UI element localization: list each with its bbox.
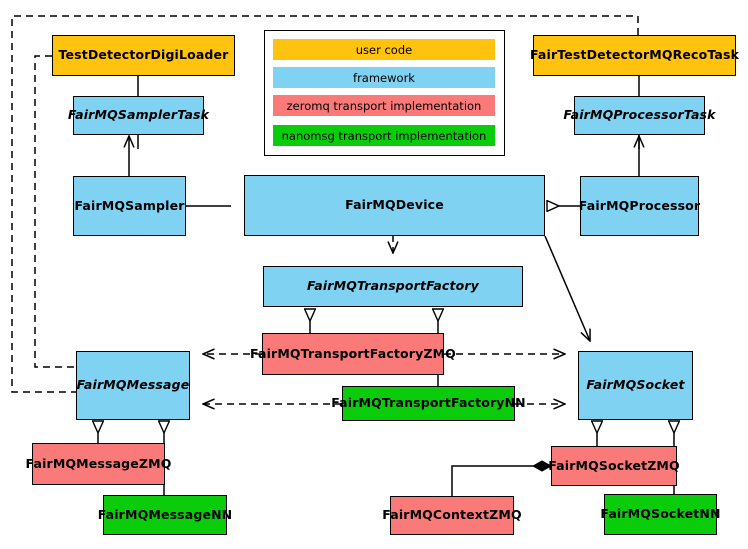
color-legend: user code framework zeromq transport imp… <box>264 30 505 156</box>
class-node-FairMQDevice[interactable]: FairMQDevice <box>244 175 545 236</box>
class-node-FairMQSamplerTask[interactable]: FairMQSamplerTask <box>68 96 209 135</box>
class-node-FairMQProcessor[interactable]: FairMQProcessor <box>579 176 700 236</box>
class-node-FairMQTransportFactoryNN[interactable]: FairMQTransportFactoryNN <box>331 386 526 421</box>
class-node-FairMQSocketZMQ[interactable]: FairMQSocketZMQ <box>548 446 680 486</box>
class-node-FairMQSocketNN[interactable]: FairMQSocketNN <box>600 494 720 535</box>
class-node-FairMQTransportFactory[interactable]: FairMQTransportFactory <box>263 266 523 307</box>
edge-socketzmq-contextzmq <box>451 466 551 496</box>
legend-item-zeromq: zeromq transport implementation <box>273 95 495 116</box>
class-node-FairMQTransportFactoryZMQ[interactable]: FairMQTransportFactoryZMQ <box>250 333 456 375</box>
class-node-FairMQSampler[interactable]: FairMQSampler <box>73 176 186 236</box>
class-node-FairMQSocket[interactable]: FairMQSocket <box>578 351 693 420</box>
legend-item-nanomsg: nanomsg transport implementation <box>273 125 495 146</box>
legend-item-user-code: user code <box>273 39 495 60</box>
class-node-FairMQMessageZMQ[interactable]: FairMQMessageZMQ <box>26 443 171 485</box>
legend-item-framework: framework <box>273 67 495 88</box>
class-node-FairMQProcessorTask[interactable]: FairMQProcessorTask <box>563 96 715 135</box>
class-node-TestDetectorDigiLoader[interactable]: TestDetectorDigiLoader <box>52 35 235 76</box>
edge-device-socket <box>544 235 590 341</box>
class-node-FairTestDetectorMQRecoTask[interactable]: FairTestDetectorMQRecoTask <box>530 35 739 76</box>
class-node-FairMQContextZMQ[interactable]: FairMQContextZMQ <box>382 496 522 535</box>
class-node-FairMQMessage[interactable]: FairMQMessage <box>76 351 190 420</box>
class-node-FairMQMessageNN[interactable]: FairMQMessageNN <box>98 495 232 535</box>
